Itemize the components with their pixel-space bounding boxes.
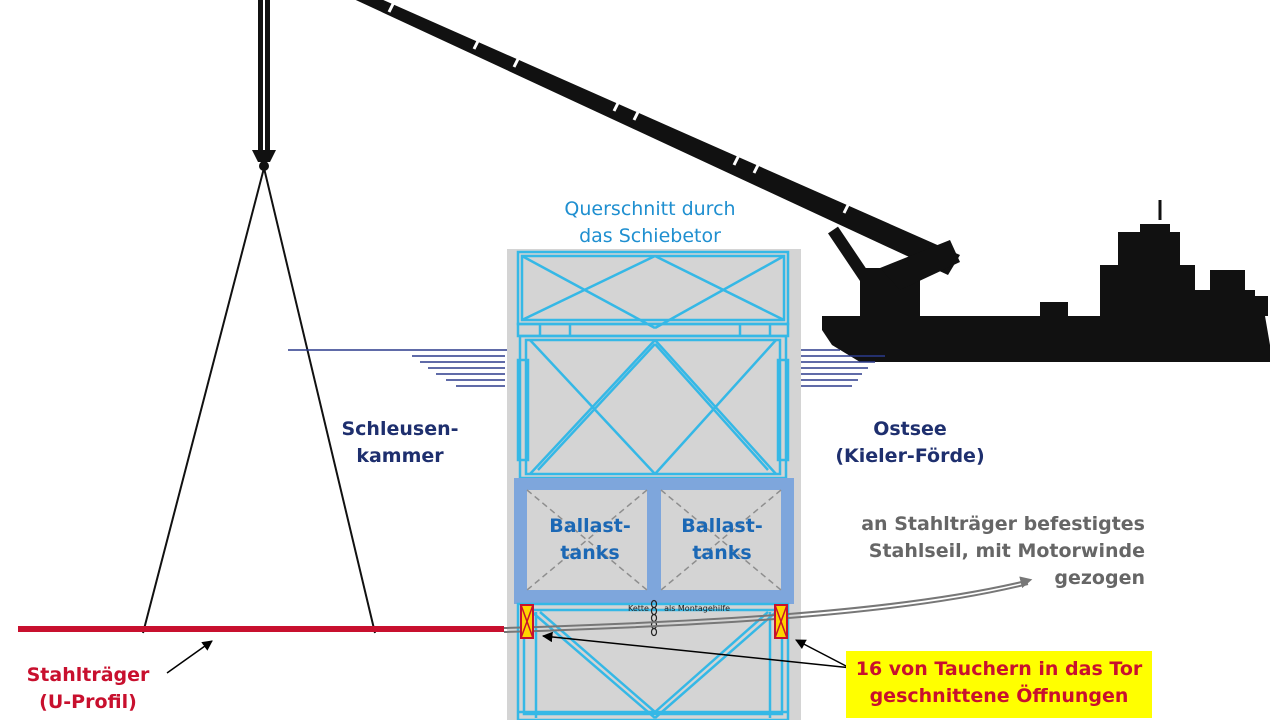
openings-arrow-left — [541, 631, 853, 669]
title-line-2: das Schiebetor — [579, 225, 721, 247]
crane-barge — [822, 200, 1270, 362]
steel-cable-line-1: an Stahlträger befestigtes — [861, 513, 1145, 535]
steel-cable-line-2: Stahlseil, mit Motorwinde — [868, 540, 1145, 562]
lock-chamber-label: Schleusen- kammer — [320, 416, 480, 470]
beam-label-arrow — [166, 640, 213, 674]
gate-lower-truss — [516, 602, 790, 720]
chain-label-word-2: als Montagehilfe — [664, 604, 731, 613]
openings-line-1: 16 von Tauchern in das Tor — [855, 658, 1143, 680]
gate-upper-truss — [516, 250, 790, 338]
openings-line-2: geschnittene Öffnungen — [869, 685, 1129, 707]
chain-label: Kette als Montagehilfe — [628, 604, 730, 613]
ballast-tanks-frame — [514, 478, 794, 604]
ballast-tank-left-line-1: Ballast- — [549, 515, 631, 537]
baltic-sea-line-2: (Kieler-Förde) — [835, 445, 985, 467]
openings-arrow-right — [795, 639, 847, 667]
gate-opening-left — [520, 604, 534, 639]
title-line-1: Querschnitt durch — [564, 198, 736, 220]
ballast-tank-right-line-2: tanks — [692, 542, 752, 564]
steel-beam-line-1: Stahlträger — [26, 664, 150, 686]
steel-cable-line-3: gezogen — [1054, 567, 1145, 589]
gate-opening-right — [774, 604, 788, 639]
chain-label-word-1: Kette — [628, 604, 649, 613]
baltic-sea-line-1: Ostsee — [873, 418, 947, 440]
baltic-sea-label: Ostsee (Kieler-Förde) — [820, 416, 1000, 470]
ballast-tank-left-line-2: tanks — [560, 542, 620, 564]
lock-chamber-line-1: Schleusen- — [341, 418, 459, 440]
steel-cable — [503, 576, 1033, 633]
ballast-tank-right-label: Ballast- tanks — [667, 513, 777, 567]
steel-cable-label: an Stahlträger befestigtes Stahlseil, mi… — [840, 511, 1145, 592]
steel-beam-label: Stahlträger (U-Profil) — [18, 662, 158, 716]
lock-chamber-line-2: kammer — [356, 445, 444, 467]
steel-beam-line-2: (U-Profil) — [39, 691, 137, 713]
openings-callout: 16 von Tauchern in das Tor geschnittene … — [846, 651, 1152, 718]
ballast-tank-right-line-1: Ballast- — [681, 515, 763, 537]
crane-hoist — [142, 0, 376, 634]
diagram-title: Querschnitt durch das Schiebetor — [520, 196, 780, 250]
ballast-tank-left-label: Ballast- tanks — [535, 513, 645, 567]
